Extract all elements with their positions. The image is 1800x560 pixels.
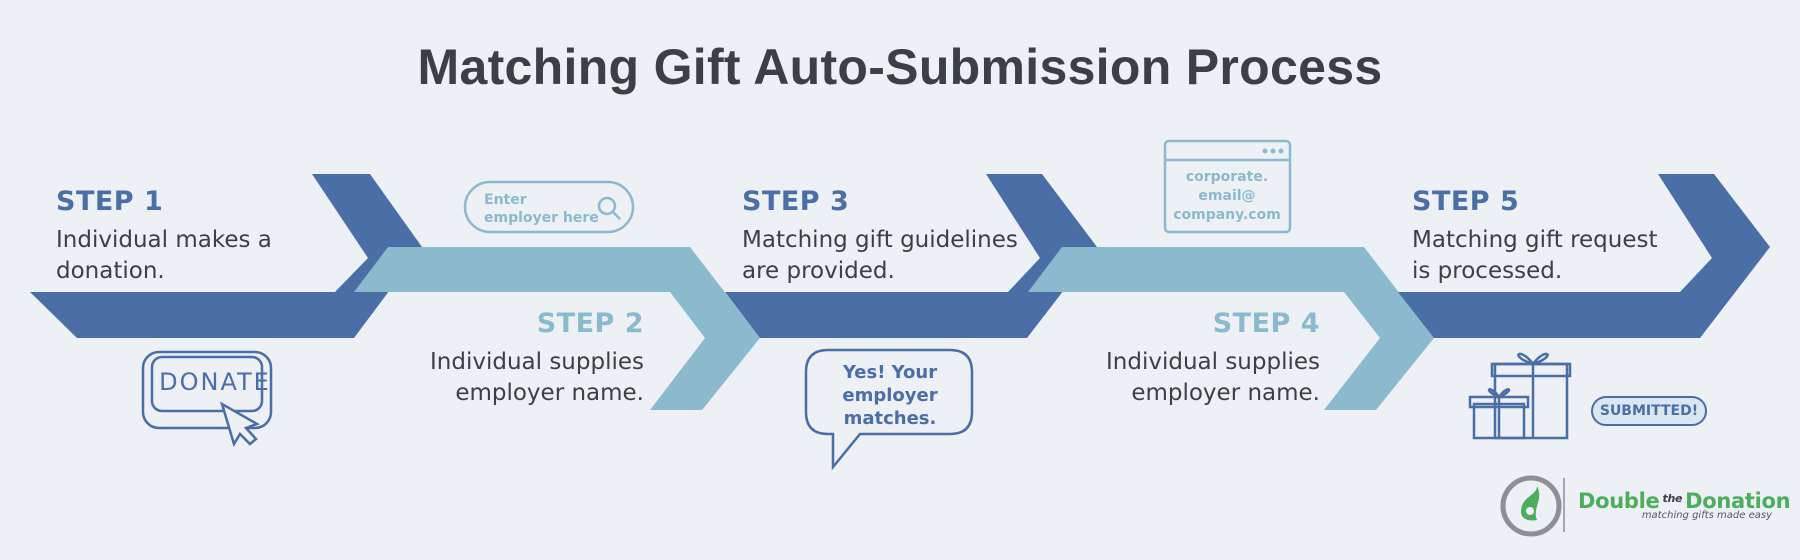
browser-window-line1: corporate.: [1185, 169, 1269, 185]
search-field-line2: employer here: [484, 210, 599, 226]
step-3-heading: STEP 3: [742, 186, 850, 217]
page-title: Matching Gift Auto-Submission Process: [417, 39, 1383, 95]
step-1-desc-line1: Individual makes a: [56, 227, 272, 253]
band-segment-step2: [354, 247, 760, 410]
step-3: STEP 3 Matching gift guidelines are prov…: [742, 186, 1018, 287]
submitted-badge: SUBMITTED!: [1591, 396, 1707, 426]
step-1: STEP 1 Individual makes a donation.: [56, 186, 272, 287]
double-the-donation-logo-icon: [1500, 475, 1565, 537]
step-2-desc-line1: Individual supplies: [430, 349, 644, 375]
speech-bubble-text: Yes! Your employer matches.: [808, 361, 972, 430]
gift-boxes-icon: [1468, 352, 1572, 440]
step-5: STEP 5 Matching gift request is processe…: [1412, 186, 1658, 287]
step-4: STEP 4 Individual supplies employer name…: [1056, 308, 1320, 409]
search-field-placeholder: Enter employer here: [484, 191, 604, 227]
search-field-line1: Enter: [484, 192, 527, 208]
step-5-desc-line1: Matching gift request: [1412, 227, 1658, 253]
brand-word-the: the: [1662, 492, 1683, 505]
step-3-desc-line2: are provided.: [742, 258, 895, 284]
donate-button-cursor-icon: [141, 350, 273, 448]
speech-bubble-line2: employer: [842, 385, 938, 406]
browser-window-line3: company.com: [1173, 207, 1281, 223]
speech-bubble-icon: [804, 348, 974, 471]
step-4-desc-line1: Individual supplies: [1106, 349, 1320, 375]
step-2-heading: STEP 2: [536, 308, 644, 339]
speech-bubble-line3: matches.: [843, 408, 937, 429]
brand-tagline: matching gifts made easy: [1641, 510, 1772, 521]
band-segment-step1: [30, 174, 422, 338]
step-4-desc-line2: employer name.: [1131, 380, 1320, 406]
step-3-desc-line1: Matching gift guidelines: [742, 227, 1018, 253]
brand-word-donation: Donation: [1685, 489, 1791, 513]
search-icon: [463, 180, 635, 234]
step-5-heading: STEP 5: [1412, 186, 1520, 217]
step-4-heading: STEP 4: [1212, 308, 1320, 339]
band-segment-step5: [1398, 174, 1770, 338]
step-2: STEP 2 Individual supplies employer name…: [380, 308, 644, 409]
donate-button-label: DONATE: [159, 368, 271, 396]
browser-window-icon: [1163, 139, 1292, 234]
browser-window-line2: email@: [1198, 188, 1256, 204]
step-5-desc-line2: is processed.: [1412, 258, 1563, 284]
step-1-heading: STEP 1: [56, 186, 164, 217]
step-2-desc-line2: employer name.: [455, 380, 644, 406]
band-segment-step4: [1028, 247, 1434, 410]
step-1-desc-line2: donation.: [56, 258, 165, 284]
band-segment-step3: [725, 174, 1097, 338]
browser-window-text: corporate. email@ company.com: [1165, 168, 1289, 225]
brand-word-double: Double: [1578, 489, 1660, 513]
speech-bubble-line1: Yes! Your: [842, 362, 938, 383]
